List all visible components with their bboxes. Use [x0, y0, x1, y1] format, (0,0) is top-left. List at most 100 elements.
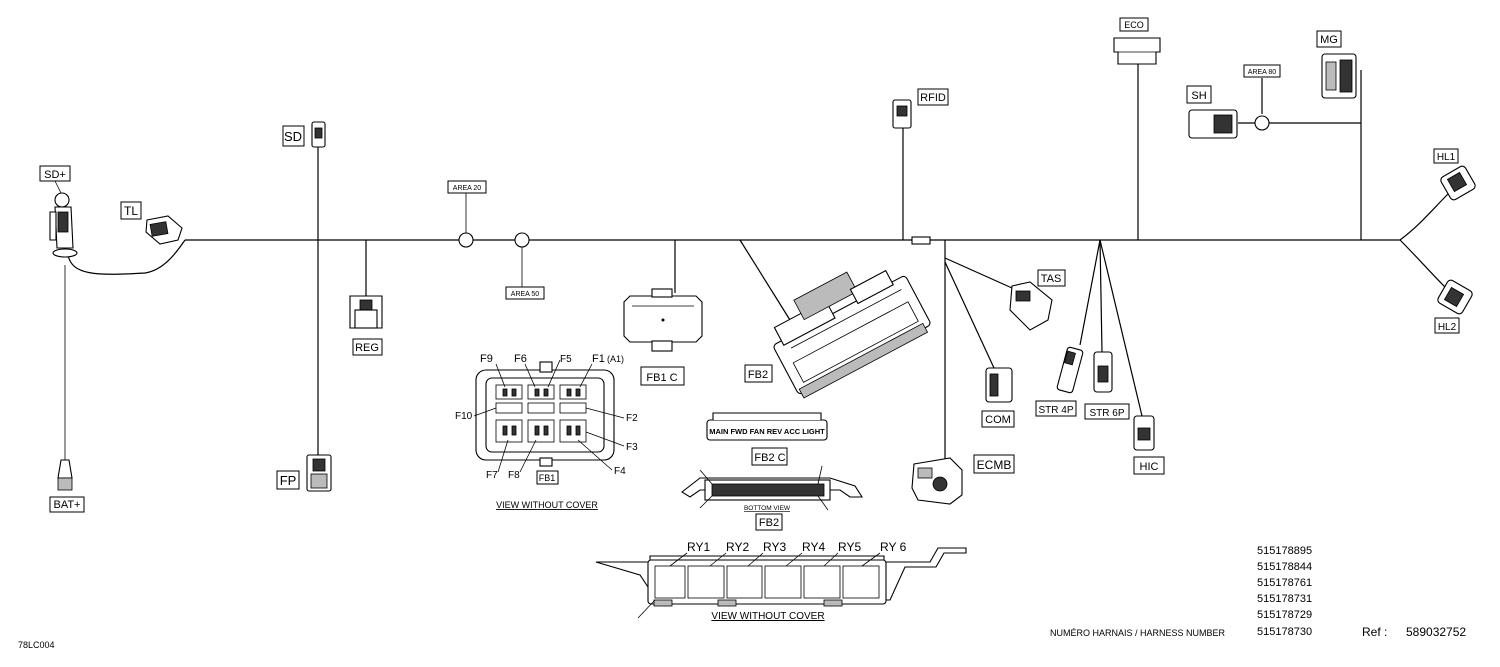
drawing-code: 78LC004 — [18, 640, 55, 650]
bat-plus-label: BAT+ — [53, 499, 80, 511]
tas-connector: TAS — [1009, 269, 1066, 331]
fuse-f1-label: F1 — [592, 353, 605, 365]
area-markers: AREA 20 AREA 50 AREA 80 — [447, 64, 1281, 300]
fb2c-label: FB2 C — [754, 452, 785, 464]
ref-label: Ref : — [1362, 625, 1387, 639]
hl2-connector: HL2 — [1434, 279, 1473, 334]
sd-connector: SD — [282, 121, 326, 148]
str4p-branch-wire — [1079, 239, 1101, 346]
fuse-f9-label: F9 — [480, 353, 493, 365]
relay-ry6-label: RY 6 — [880, 540, 907, 554]
tl-connector: TL — [120, 201, 183, 245]
trunk-clip — [911, 236, 931, 245]
harness-number-caption: NUMÉRO HARNAIS / HARNESS NUMBER — [1050, 628, 1226, 638]
relay-ry5-label: RY5 — [838, 540, 861, 554]
str6p-branch-wire — [1099, 239, 1103, 353]
relay-view-caption: VIEW WITHOUT COVER — [711, 611, 824, 622]
fuse-f7-label: F7 — [486, 470, 498, 481]
harness-number-2: 515178844 — [1257, 561, 1312, 573]
harness-wires — [64, 64, 1449, 465]
fp-label: FP — [280, 473, 297, 488]
str4p-connector: STR 4P — [1035, 346, 1084, 417]
harness-number-3: 515178761 — [1257, 577, 1312, 589]
fb2-bottom-label: FB2 — [759, 517, 779, 529]
fb1c-connector: FB1 C — [623, 288, 703, 386]
mg-connector: MG — [1316, 30, 1357, 99]
ecmb-label: ECMB — [977, 458, 1012, 472]
hic-connector: HIC — [1133, 415, 1165, 475]
area20-label: AREA 20 — [453, 185, 482, 192]
fuse-a1-label: (A1) — [607, 354, 624, 364]
fb2-bottom-view-caption: BOTTOM VIEW — [744, 505, 791, 512]
sd-plus-label: SD+ — [44, 169, 66, 181]
ref-number: 589032752 — [1406, 625, 1466, 639]
eco-connector: ECO — [1113, 17, 1161, 65]
fb2-label: FB2 — [748, 369, 768, 381]
hl1-branch-wire — [1399, 193, 1449, 241]
fb1c-label: FB1 C — [646, 372, 677, 384]
fb2c-strip-labels: MAIN FWD FAN REV ACC LIGHT — [709, 427, 825, 436]
fb2-terminal-row — [711, 483, 825, 497]
area80-circle — [1254, 115, 1270, 131]
str4p-label: STR 4P — [1038, 405, 1073, 416]
bat-plus-connector: BAT+ — [49, 459, 85, 513]
fuse-f6-label: F6 — [514, 353, 527, 365]
area50-circle — [514, 232, 530, 248]
area50-label: AREA 50 — [511, 291, 540, 298]
harness-number-5: 515178729 — [1257, 609, 1312, 621]
com-branch-wire — [944, 261, 995, 369]
rfid-label: RFID — [920, 92, 946, 104]
com-label: COM — [985, 414, 1011, 426]
reg-connector: REG — [349, 295, 383, 356]
fb1-label: FB1 — [539, 473, 556, 483]
fb1-fuse-box: F9 F6 F5 F1 (A1) F10 F2 F3 F4 F7 F8 FB1 … — [455, 353, 638, 510]
sd-plus-wire — [67, 239, 186, 275]
tas-branch-wire — [944, 257, 1013, 289]
fb1-view-caption: VIEW WITHOUT COVER — [496, 500, 598, 510]
hl2-label: HL2 — [1438, 322, 1457, 333]
fuse-f8-label: F8 — [508, 470, 520, 481]
harness-number-1: 515178895 — [1257, 545, 1312, 557]
fp-connector: FP — [276, 454, 332, 492]
fuse-f10-label: F10 — [455, 411, 473, 422]
hic-branch-wire — [1099, 239, 1143, 417]
sd-label: SD — [284, 129, 302, 144]
mg-label: MG — [1320, 34, 1338, 46]
fuse-f5-label: F5 — [560, 354, 572, 365]
fuse-f2-label: F2 — [626, 413, 638, 424]
hic-label: HIC — [1140, 461, 1159, 473]
sh-connector: SH — [1186, 85, 1238, 139]
harness-number-4: 515178731 — [1257, 593, 1312, 605]
fb2-fuse-box: FB2 — [744, 269, 931, 399]
hl2-branch-wire — [1399, 239, 1447, 289]
fb1-fuse-slots — [495, 384, 587, 443]
relay-box: RY1 RY2 RY3 RY4 RY5 RY 6 VIEW WITHOUT CO… — [595, 540, 967, 622]
com-connector: COM — [981, 367, 1015, 428]
str6p-connector: STR 6P — [1084, 351, 1130, 420]
relay-ry2-label: RY2 — [726, 540, 749, 554]
reg-label: REG — [355, 342, 379, 354]
tl-label: TL — [124, 204, 138, 218]
str6p-label: STR 6P — [1089, 408, 1124, 419]
fuse-f4-label: F4 — [614, 466, 626, 477]
fb2-bottom-view: BOTTOM VIEW FB2 — [681, 465, 864, 531]
relay-ry4-label: RY4 — [802, 540, 825, 554]
sd-plus-connector: SD+ — [39, 165, 78, 258]
harness-number-list: 515178895 515178844 515178761 515178731 … — [1257, 545, 1312, 638]
fuse-f3-label: F3 — [626, 442, 638, 453]
area80-label: AREA 80 — [1248, 69, 1277, 76]
relay-ry3-label: RY3 — [763, 540, 786, 554]
relay-ry1-label: RY1 — [687, 540, 710, 554]
fb2c-connector: MAIN FWD FAN REV ACC LIGHT FB2 C — [706, 412, 828, 466]
ecmb-connector: ECMB — [911, 454, 1015, 505]
sh-label: SH — [1191, 90, 1206, 102]
fb2-branch-wire — [739, 239, 791, 321]
hl1-connector: HL1 — [1433, 148, 1476, 201]
area20-circle — [458, 232, 474, 248]
tas-label: TAS — [1041, 273, 1062, 285]
rfid-connector: RFID — [892, 88, 949, 129]
harness-number-6: 515178730 — [1257, 626, 1312, 638]
eco-label: ECO — [1124, 20, 1144, 30]
